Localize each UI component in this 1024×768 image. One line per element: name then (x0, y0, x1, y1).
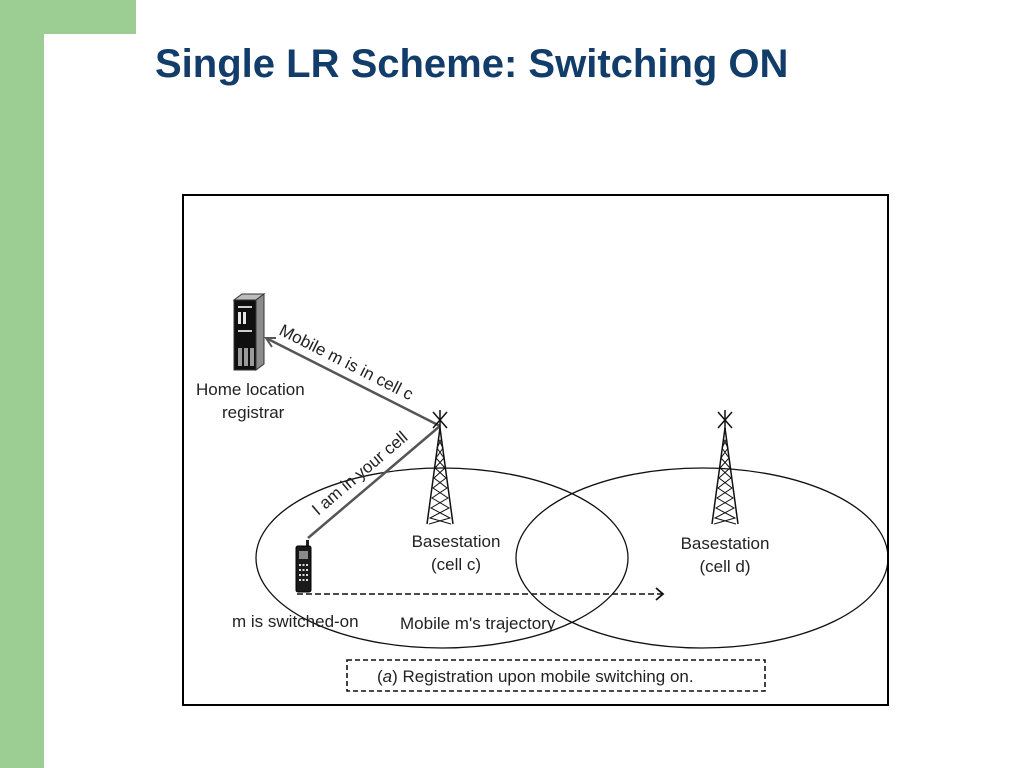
caption-letter: a (383, 667, 392, 686)
caption-prefix: ( (377, 667, 383, 686)
caption-text: ) Registration upon mobile switching on. (392, 667, 693, 686)
hlr-label-line2: registrar (222, 403, 285, 422)
hlr-message-line (265, 336, 441, 428)
mobile-message-label: I am in your cell (308, 428, 411, 519)
trajectory-arrowhead (655, 587, 665, 601)
cell-d-coverage (515, 467, 887, 649)
hlr-arrowhead (264, 337, 276, 348)
mobile-label: m is switched-on (232, 612, 359, 631)
bs-c-label-line2: (cell c) (431, 555, 481, 574)
figure-caption: (a) Registration upon mobile switching o… (377, 667, 694, 686)
bs-c-label-line1: Basestation (412, 532, 501, 551)
mobile-message-line (307, 425, 441, 539)
antenna-tower-icon (711, 410, 739, 525)
server-icon (232, 293, 266, 371)
antenna-tower-icon (426, 410, 454, 525)
trajectory-label: Mobile m's trajectory (400, 614, 556, 633)
accent-top-band (0, 0, 136, 34)
bs-d-label-line1: Basestation (681, 534, 770, 553)
figure-frame: Home location registrar Mobile m is in c… (182, 194, 889, 706)
mobile-phone-icon (295, 540, 312, 593)
diagram-canvas: Home location registrar Mobile m is in c… (196, 293, 887, 692)
cell-c-coverage (255, 467, 629, 649)
caption-box (346, 659, 766, 692)
accent-bar (0, 0, 44, 768)
slide-title: Single LR Scheme: Switching ON (155, 42, 789, 86)
hlr-label-line1: Home location (196, 380, 305, 399)
accent-corner-curve (44, 34, 136, 104)
bs-d-label-line2: (cell d) (699, 557, 750, 576)
